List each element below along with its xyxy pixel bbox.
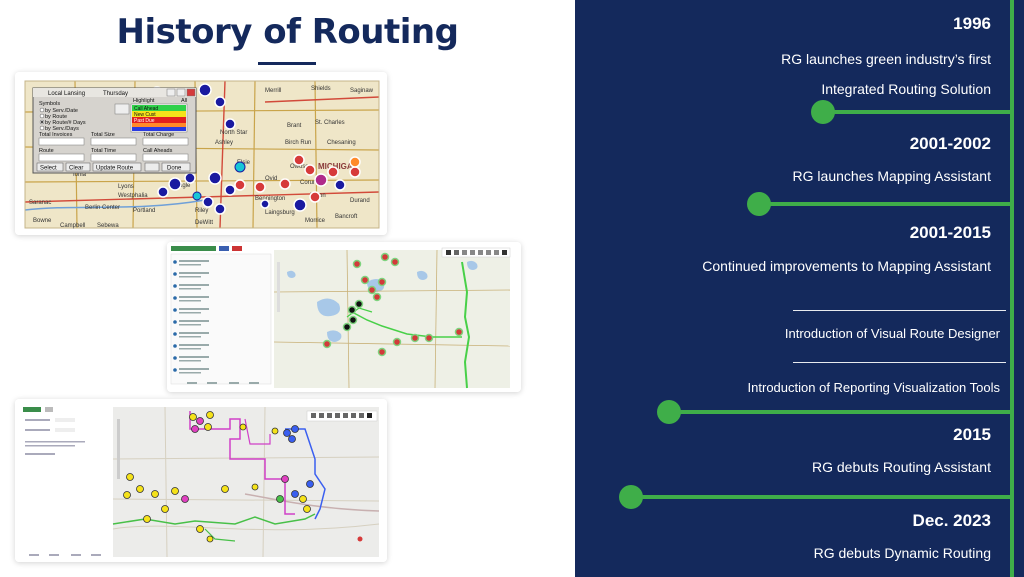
visual-route-designer-screenshot xyxy=(167,242,521,392)
timeline-connector xyxy=(631,495,1010,499)
map-label: Durand xyxy=(350,198,370,204)
map-label: Brant xyxy=(287,123,302,129)
timeline-year-2001-2002: 2001-2002 xyxy=(909,134,991,153)
title-underline xyxy=(258,62,316,65)
map-label: Portland xyxy=(133,208,155,214)
map-label: Saginaw xyxy=(350,88,374,94)
map-label: MICHIGAN xyxy=(318,162,359,171)
map-label: Bennington xyxy=(255,196,285,202)
timeline-year-dec-2023: Dec. 2023 xyxy=(912,511,991,530)
legacy-map: Merrill Shields Saginaw North Star Brant… xyxy=(15,72,387,235)
map-label: Owosso xyxy=(290,164,312,170)
map-label: Sebewa xyxy=(97,223,119,229)
select-button[interactable]: Select xyxy=(40,166,57,172)
timeline-connector xyxy=(669,410,1010,414)
done-button[interactable]: Done xyxy=(167,166,182,172)
total-time-label: Total Time xyxy=(91,148,116,154)
all-label: All xyxy=(181,98,187,104)
map-label: Berlin Center xyxy=(85,205,120,211)
map-label: Birch Run xyxy=(285,140,311,146)
timeline-panel: 1996 RG launches green industry’s first … xyxy=(575,0,1024,577)
map-label: Bancroft xyxy=(335,214,358,220)
clear-button[interactable]: Clear xyxy=(69,166,83,172)
option-label: by Route/# Days xyxy=(45,120,86,126)
symbols-label: Symbols xyxy=(39,101,60,107)
map-label: DeWitt xyxy=(195,220,213,226)
map-label: Morrice xyxy=(305,218,326,224)
option-label: by Serv./Days xyxy=(45,126,79,132)
map-label: Elsie xyxy=(237,160,251,166)
dialog-buttons[interactable]: Select Clear Update Route Done xyxy=(36,162,191,172)
legend-label: New Cust xyxy=(134,112,156,118)
map-label: Ovid xyxy=(265,176,277,182)
call-aheads-label: Call Aheads xyxy=(143,148,173,154)
timeline-desc: RG launches green industry’s first xyxy=(781,51,991,67)
dialog-day: Thursday xyxy=(103,91,128,97)
map-label: Lyons xyxy=(118,184,134,190)
dialog-title: Local Lansing xyxy=(48,91,85,97)
timeline-dot xyxy=(657,400,681,424)
total-charge-label: Total Charge xyxy=(143,132,174,138)
timeline-desc: RG debuts Dynamic Routing xyxy=(813,545,991,561)
total-invoices-label: Total Invoices xyxy=(39,132,73,138)
map-label: St. Charles xyxy=(315,120,345,126)
map-label: Ashley xyxy=(215,140,233,146)
map-label: Chesaning xyxy=(327,140,356,146)
timeline-desc: Integrated Routing Solution xyxy=(821,81,991,97)
map-label: Merrill xyxy=(265,88,281,94)
timeline-vertical-line xyxy=(1010,0,1014,577)
map-label: Campbell xyxy=(60,223,85,229)
map-label: Shields xyxy=(311,86,331,92)
timeline-separator xyxy=(793,310,1006,311)
route-label: Route xyxy=(39,148,54,154)
mapping-assistant-screenshot: Merrill Shields Saginaw North Star Brant… xyxy=(15,72,387,235)
timeline-connector xyxy=(823,110,1010,114)
timeline-desc: Introduction of Visual Route Designer xyxy=(784,326,1000,341)
map-label: Ionia xyxy=(73,172,87,178)
map-label: Corunna xyxy=(300,180,324,186)
map-label: Laingsburg xyxy=(265,210,295,216)
timeline-dot xyxy=(811,100,835,124)
map-label: Eagle xyxy=(175,183,191,189)
timeline-dot xyxy=(619,485,643,509)
legend-label: Past Due xyxy=(134,118,155,124)
timeline-connector xyxy=(759,202,1010,206)
total-size-label: Total Size xyxy=(91,132,115,138)
legend-label: Call Ahead xyxy=(134,106,158,112)
assistant-stops xyxy=(123,411,363,543)
timeline-year-2015: 2015 xyxy=(953,425,991,444)
timeline-desc: Continued improvements to Mapping Assist… xyxy=(702,258,991,274)
assistant-map xyxy=(15,399,387,562)
highlight-label: Highlight xyxy=(133,98,155,104)
map-label: Saranac xyxy=(29,200,51,206)
page-title: History of Routing xyxy=(116,12,459,52)
route-markers xyxy=(151,83,361,215)
timeline-year-1996: 1996 xyxy=(953,14,991,33)
map-label: Riley xyxy=(195,208,208,214)
map-label: Westphalia xyxy=(118,193,148,199)
timeline-desc: RG launches Mapping Assistant xyxy=(792,168,991,184)
timeline-dot xyxy=(747,192,771,216)
map-label: North Star xyxy=(220,130,247,136)
map-label: Bowne xyxy=(33,218,52,224)
timeline-separator xyxy=(793,362,1006,363)
routing-assistant-screenshot xyxy=(15,399,387,562)
designer-map xyxy=(167,242,521,392)
route-dialog: Local Lansing Thursday Symbols by Serv./… xyxy=(32,87,197,174)
timeline-year-2001-2015: 2001-2015 xyxy=(909,223,991,242)
option-label: by Serv./Date xyxy=(45,108,78,114)
timeline-desc: RG debuts Routing Assistant xyxy=(812,459,991,475)
timeline-desc: Introduction of Reporting Visualization … xyxy=(747,380,1000,395)
designer-stops xyxy=(322,252,464,357)
update-route-button[interactable]: Update Route xyxy=(96,166,134,172)
option-label: by Route xyxy=(45,114,67,120)
